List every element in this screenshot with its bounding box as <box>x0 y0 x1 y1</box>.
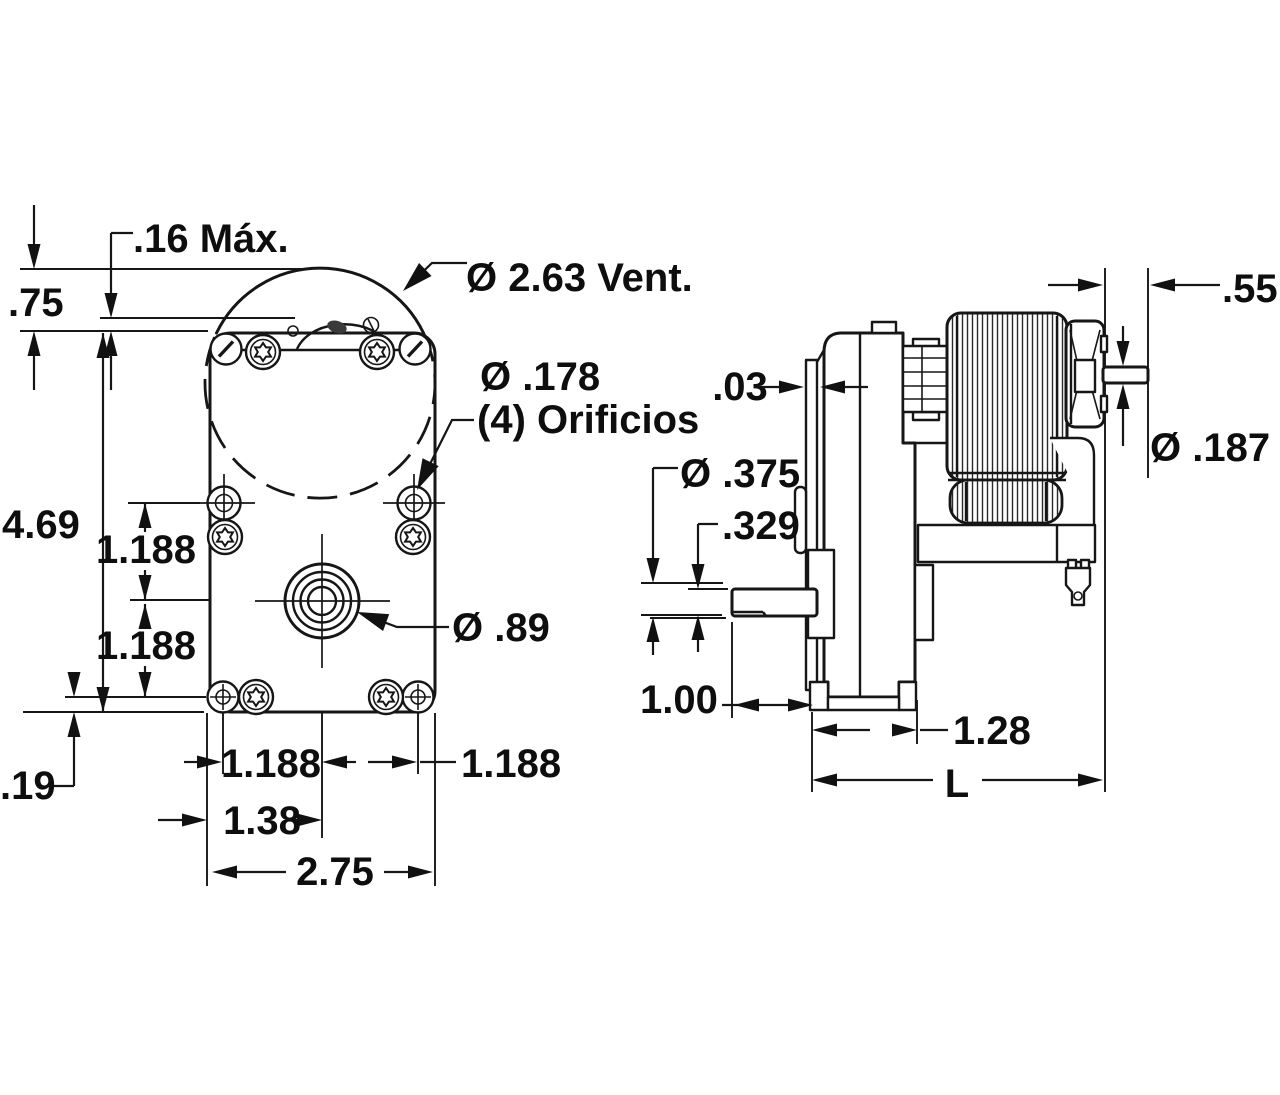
top-left-corner-hole <box>208 331 244 367</box>
front-leader-lines <box>353 261 474 632</box>
dim-plate-thickness: .03 <box>712 365 768 409</box>
torx-screw-bottom-right <box>369 680 403 714</box>
front-extension-lines <box>20 268 436 886</box>
side-dimension-lines <box>646 278 1220 787</box>
dim-bottom-right-spacing: 1.188 <box>461 742 561 786</box>
torx-screw-bottom-left <box>239 680 273 714</box>
dim-gearbox-depth: 1.28 <box>953 709 1031 753</box>
dim-output-shaft-dia: Ø .375 <box>680 452 800 496</box>
spade-terminal <box>1064 566 1092 607</box>
dim-rear-shaft-length: .55 <box>1222 267 1278 311</box>
bottom-left-corner-hole <box>206 680 240 714</box>
gearbox-body <box>808 320 935 712</box>
dim-mount-hole-dia: Ø .178 <box>480 355 600 399</box>
rotor-section <box>901 337 953 445</box>
torx-screw-top-right <box>360 335 394 369</box>
bottom-right-corner-hole <box>401 680 435 714</box>
gearbox-side-box <box>913 563 935 642</box>
dim-vent-diameter: Ø 2.63 Vent. <box>466 256 693 300</box>
stator-laminations <box>945 311 1069 482</box>
dim-shaft-flat: .329 <box>722 504 800 548</box>
plate-tab <box>793 485 808 555</box>
dim-center-to-edge: 1.38 <box>223 799 301 843</box>
dim-lower-hole-spacing: 1.188 <box>96 624 196 668</box>
motor-bracket <box>916 436 1097 564</box>
gearbox-foot-left <box>808 680 830 712</box>
top-right-corner-hole <box>397 331 433 367</box>
output-shaft-boss <box>255 534 390 668</box>
side-view: .03 .55 Ø .187 Ø .375 .329 1.00 1.28 L <box>640 267 1278 806</box>
dim-output-shaft-length: 1.00 <box>640 678 718 722</box>
motor-coil <box>948 478 1064 525</box>
gearbox-base-bar <box>826 695 901 712</box>
gearbox-top-tab <box>870 320 898 335</box>
torx-screw-mid-left <box>208 520 242 554</box>
side-extension-lines <box>641 582 918 792</box>
torx-screw-top-left <box>246 335 280 369</box>
dim-body-height: 4.69 <box>2 503 80 547</box>
dim-hub-protrusion: .16 Máx. <box>133 217 289 261</box>
terminals <box>1064 558 1092 607</box>
output-shaft <box>730 548 836 640</box>
gearbox-foot-right <box>897 680 918 712</box>
bearing-hub <box>1073 358 1097 394</box>
orificios-leader <box>420 418 474 483</box>
dim-body-width: 2.75 <box>296 850 374 894</box>
dim-overall-length: L <box>945 762 969 806</box>
front-dimension-lines <box>27 205 456 879</box>
dim-bottom-left-spacing: 1.188 <box>221 742 321 786</box>
rear-motor-shaft <box>1101 365 1150 385</box>
dim-upper-hole-spacing: 1.188 <box>96 528 196 572</box>
dim-bottom-hole-offset: .19 <box>0 764 56 808</box>
front-view: .16 Máx. .75 Ø 2.63 Vent. Ø .178 (4) Ori… <box>0 205 699 894</box>
dim-mount-hole-count: (4) Orificios <box>477 398 699 442</box>
end-bell <box>1064 319 1109 429</box>
vent-circle <box>203 266 437 500</box>
dim-vent-offset: .75 <box>8 281 64 325</box>
dim-output-hub-dia: Ø .89 <box>452 606 550 650</box>
dim-rear-shaft-dia: Ø .187 <box>1150 426 1270 470</box>
torx-screw-mid-right <box>396 520 430 554</box>
